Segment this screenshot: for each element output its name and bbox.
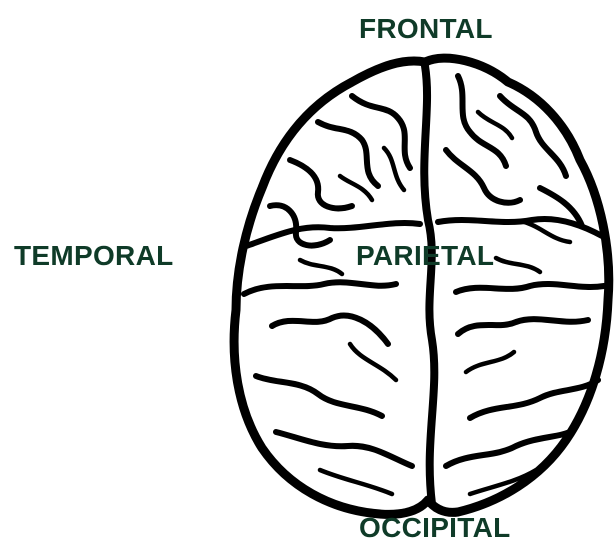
frontal-lobe-label: FRONTAL — [359, 15, 493, 43]
temporal-lobe-label: TEMPORAL — [14, 242, 174, 270]
occipital-lobe-label: OCCIPITAL — [359, 514, 511, 542]
parietal-lobe-label: PARIETAL — [356, 242, 494, 270]
